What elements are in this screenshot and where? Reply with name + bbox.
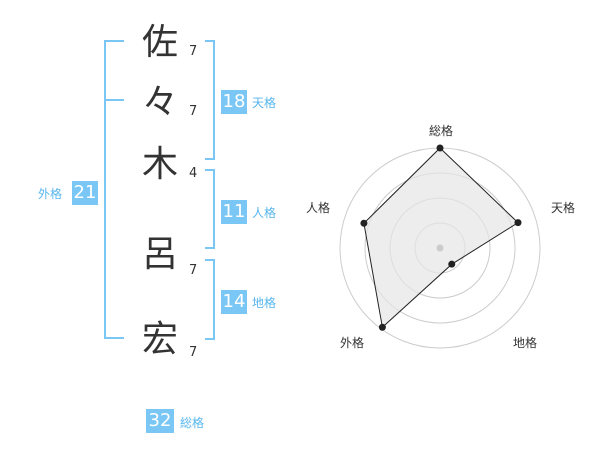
gaikaku-label: 外格 (38, 187, 63, 201)
gaikaku-bracket-bottom (104, 337, 124, 339)
radar-center-dot (436, 244, 444, 252)
gaikaku-bracket-top (104, 40, 124, 42)
stroke-count-3: 4 (189, 166, 198, 181)
soukaku-label: 総格 (180, 416, 205, 430)
chikaku-bracket-bottom (205, 338, 215, 340)
jinkaku-bracket-bottom (205, 247, 215, 249)
name-char-1: 佐 (141, 22, 178, 63)
radar-point-0 (436, 144, 444, 152)
stroke-count-1: 7 (189, 44, 198, 59)
chikaku-label: 地格 (252, 296, 277, 310)
radar-point-4 (360, 219, 368, 227)
stroke-count-5: 7 (189, 345, 198, 360)
tenkaku-bracket-bottom (205, 158, 215, 160)
radar-points (360, 144, 522, 331)
jinkaku-badge: 11 (221, 200, 247, 224)
radar-axis-label-soukaku: 総格 (429, 123, 453, 138)
radar-point-2 (448, 260, 456, 268)
chikaku-bracket-vertical (213, 259, 215, 340)
name-char-2: 々 (141, 82, 178, 123)
name-char-3: 木 (141, 144, 178, 185)
tenkaku-bracket-vertical (213, 40, 215, 160)
jinkaku-bracket-top (205, 169, 215, 171)
gaikaku-bracket-mid (104, 99, 124, 101)
tenkaku-label: 天格 (252, 96, 277, 110)
name-char-5: 宏 (141, 319, 178, 360)
radar-axis-label-gaikaku: 外格 (340, 335, 364, 350)
chikaku-badge: 14 (221, 290, 247, 314)
gaikaku-bracket-vertical (104, 40, 106, 339)
radar-axis-label-chikaku: 地格 (513, 335, 537, 350)
tenkaku-badge: 18 (221, 90, 247, 114)
stroke-count-4: 7 (189, 263, 198, 278)
jinkaku-label: 人格 (252, 206, 277, 220)
radar-area (363, 147, 519, 329)
chikaku-bracket-top (205, 259, 215, 261)
tenkaku-bracket-top (205, 40, 215, 42)
soukaku-badge: 32 (146, 409, 174, 433)
radar-point-1 (514, 219, 522, 227)
gaikaku-badge: 21 (72, 181, 98, 205)
radar-point-3 (378, 323, 386, 331)
radar-axis-label-jinkaku: 人格 (306, 200, 330, 215)
name-char-4: 呂 (141, 234, 178, 275)
jinkaku-bracket-vertical (213, 169, 215, 249)
stroke-count-2: 7 (189, 104, 198, 119)
radar-axis-label-tenkaku: 天格 (551, 200, 575, 215)
